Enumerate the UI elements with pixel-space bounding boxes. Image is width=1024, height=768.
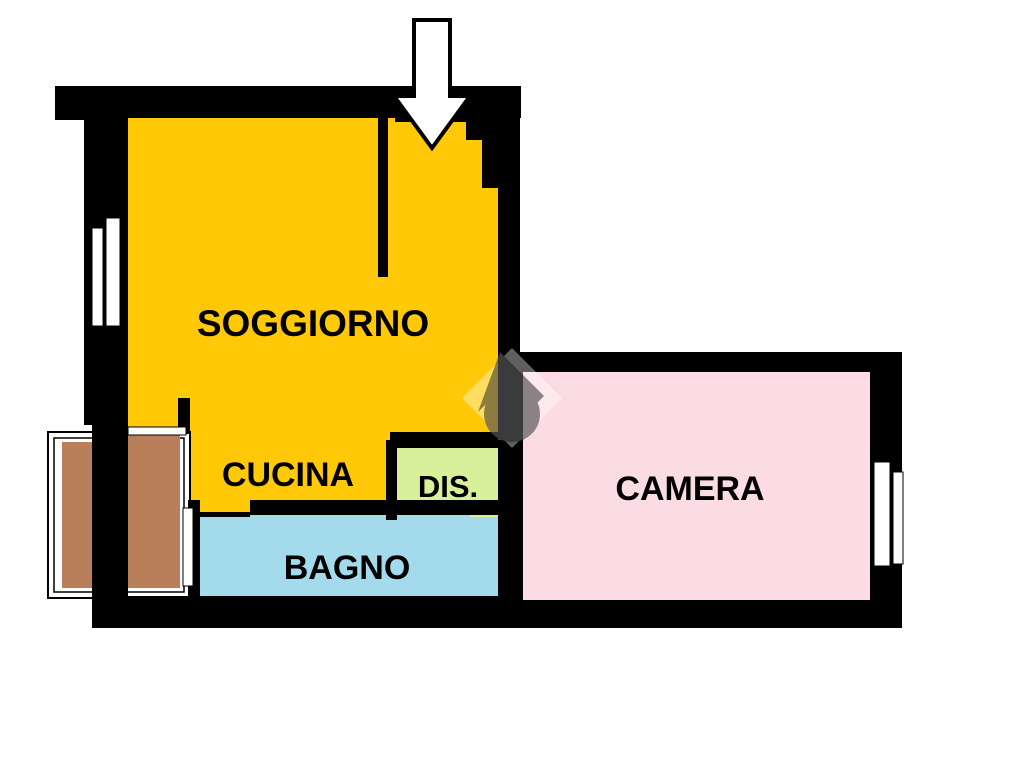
label-disimpegno: DIS. xyxy=(418,469,478,504)
agency-watermark xyxy=(462,348,562,448)
interior-partitions xyxy=(55,86,902,628)
room-cucina[interactable] xyxy=(185,405,395,512)
wall-bottom-left xyxy=(92,596,512,628)
partition-bagno-top xyxy=(250,500,510,515)
room-soggiorno[interactable] xyxy=(127,117,498,440)
label-camera: CAMERA xyxy=(615,470,764,508)
room-camera[interactable] xyxy=(523,370,872,604)
window-cucina-strip xyxy=(127,426,187,436)
partition-cucina-top-left xyxy=(178,398,190,434)
room-labels: SOGGIORNO CUCINA DIS. BAGNO CAMERA xyxy=(197,303,765,587)
windows xyxy=(91,217,904,587)
label-cucina: CUCINA xyxy=(222,456,354,494)
partition-dis-camera xyxy=(498,418,522,618)
window-right-camera xyxy=(873,461,904,567)
room-bagno[interactable] xyxy=(198,512,508,600)
window-left-balcone xyxy=(182,507,194,587)
label-bagno: BAGNO xyxy=(284,549,411,587)
wall-top-left-notch xyxy=(55,86,101,120)
wall-camera-bottom xyxy=(498,600,902,628)
partition-soggiorno-vertical xyxy=(378,117,388,277)
wall-left-exterior-lower xyxy=(92,408,128,620)
label-soggiorno: SOGGIORNO xyxy=(197,303,429,344)
window-left-soggiorno xyxy=(91,217,121,327)
wall-soggiorno-right-step xyxy=(466,118,520,358)
entrance-direction-arrow xyxy=(390,18,474,152)
partition-dis-top xyxy=(390,432,508,448)
wall-camera-top xyxy=(498,352,902,372)
partition-cucina-dis xyxy=(386,440,397,520)
room-cucina-left-notch xyxy=(127,405,187,427)
